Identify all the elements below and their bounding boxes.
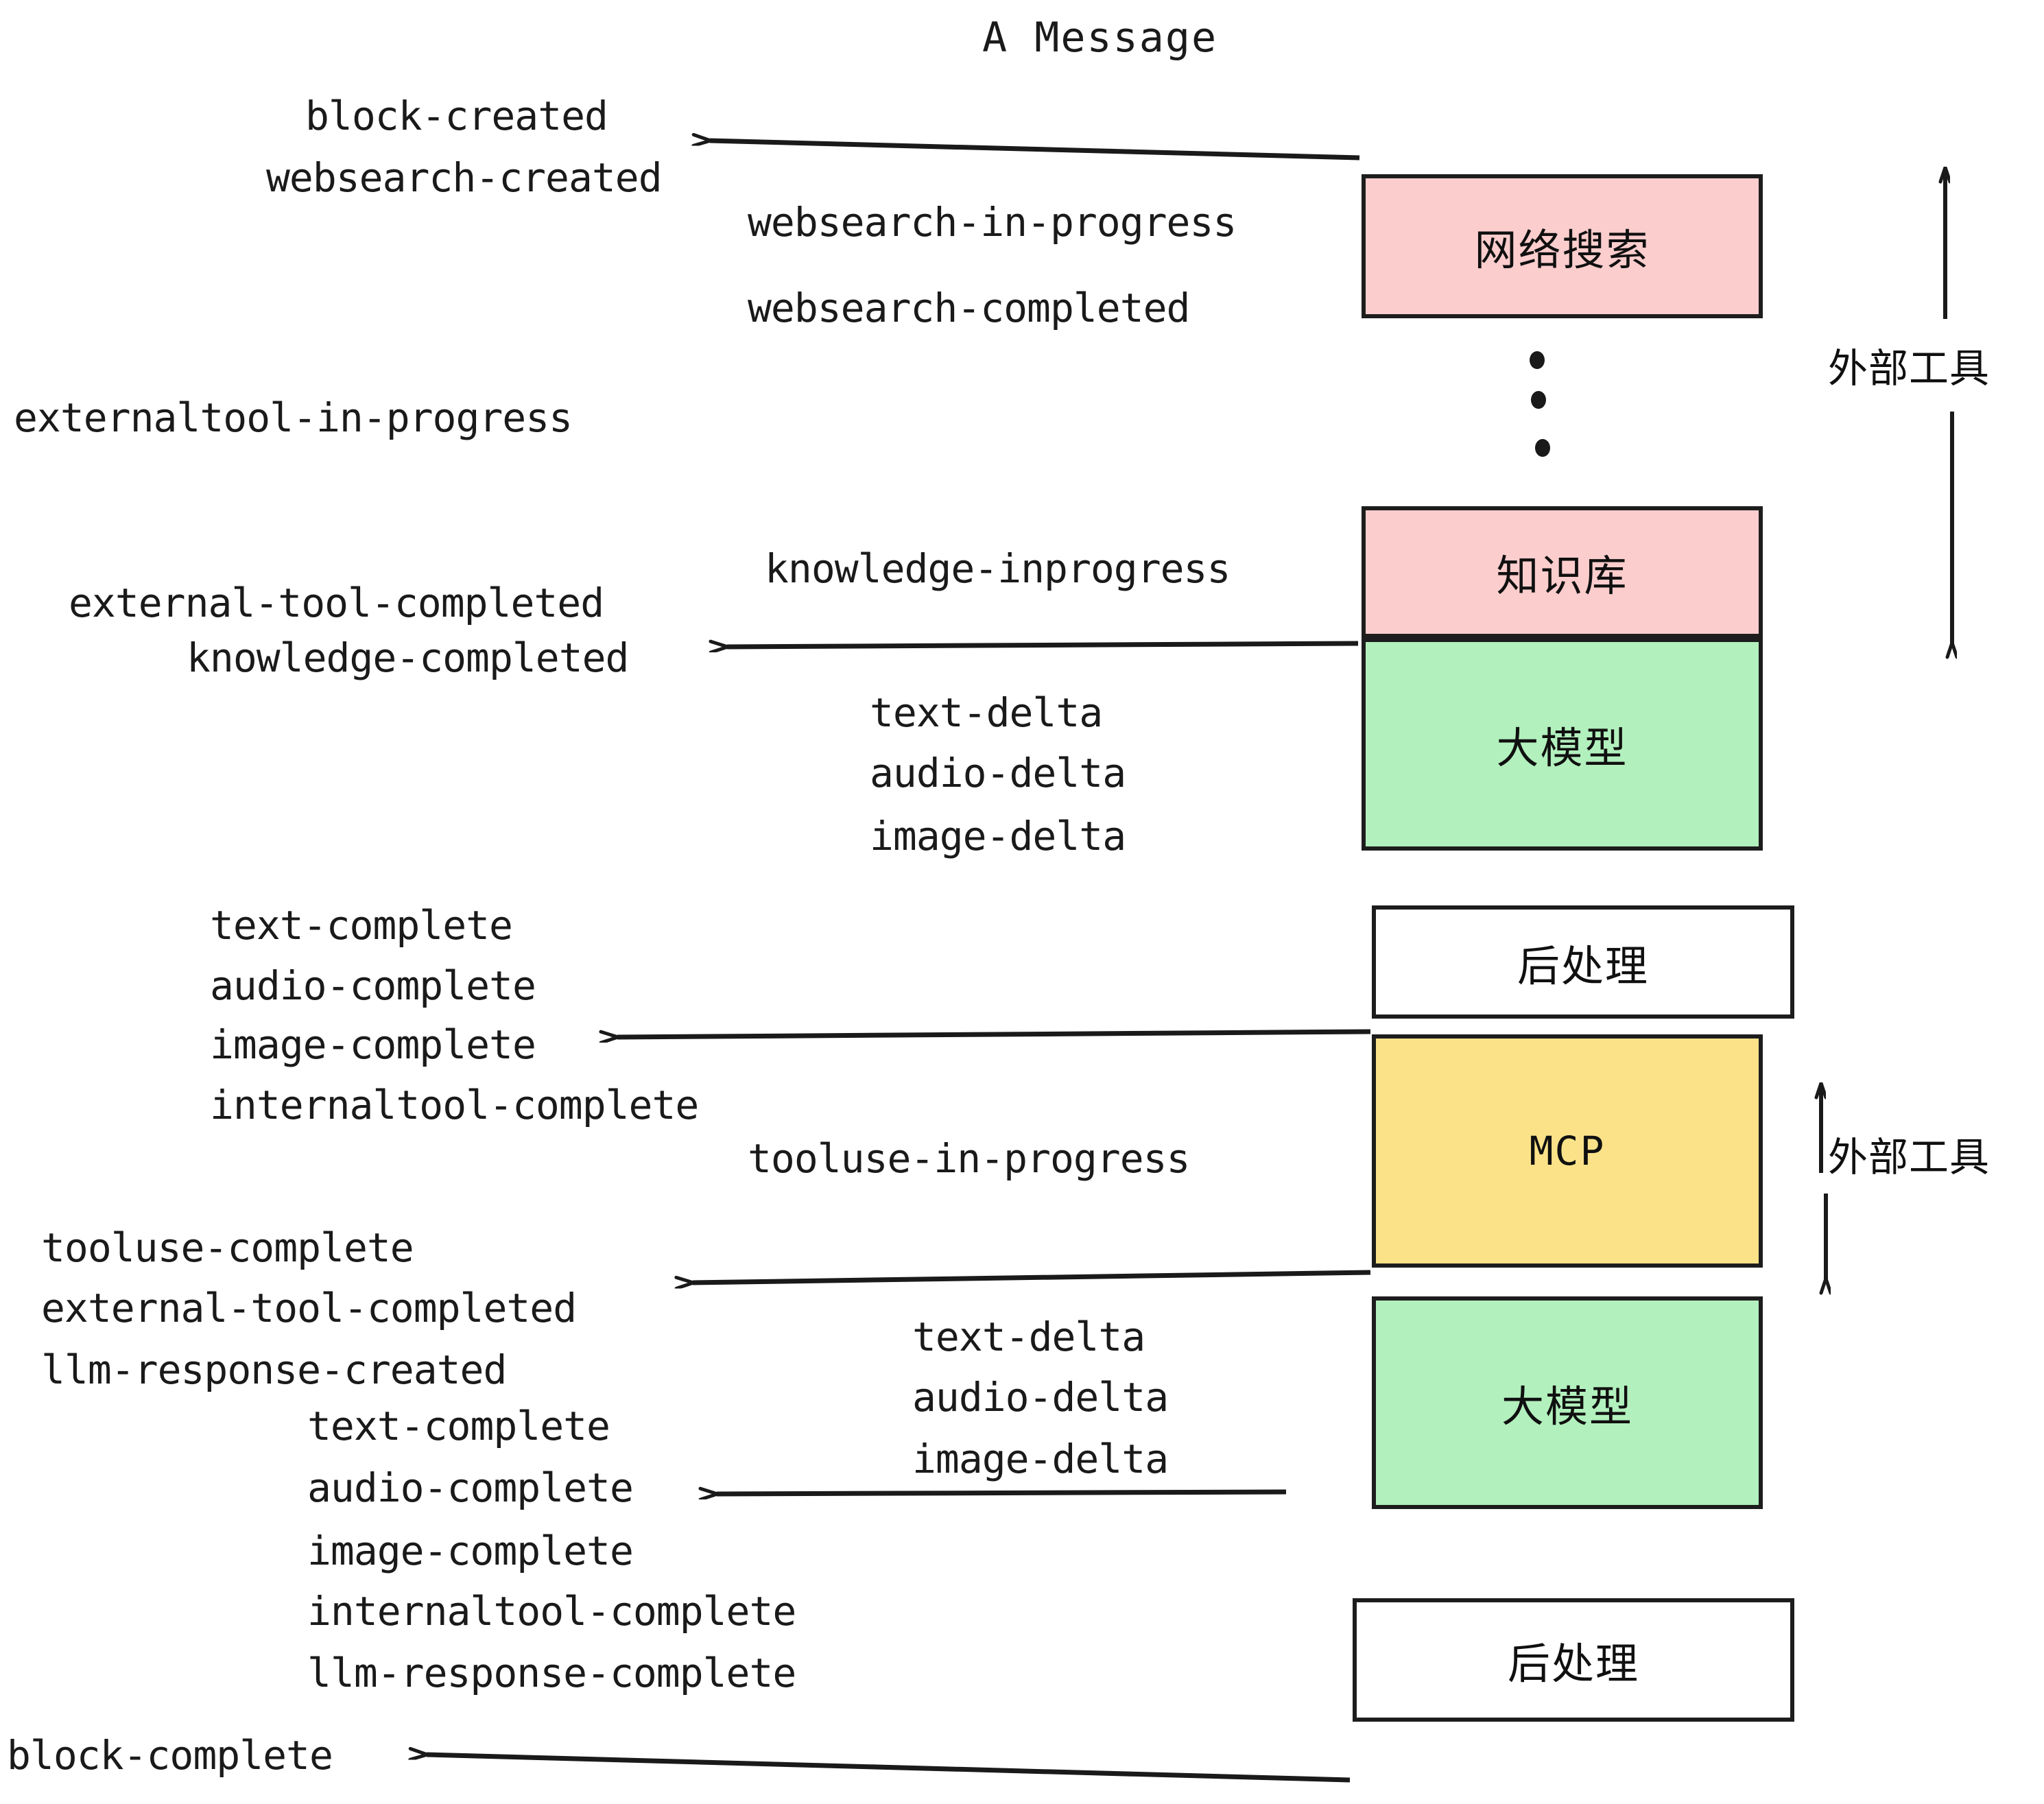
event-text-delta-2: text-delta (912, 1314, 1145, 1360)
arrow-websearch-to-block-created (710, 141, 1360, 161)
stage-box-llm-2: 大模型 (1372, 1296, 1763, 1509)
event-knowledge-inprogress: knowledge-inprogress (765, 545, 1231, 592)
event-image-complete-1: image-complete (210, 1021, 536, 1068)
stage-box-websearch: 网络搜索 (1362, 174, 1763, 318)
event-externaltool-in-progress: externaltool-in-progress (14, 394, 573, 441)
event-websearch-completed: websearch-completed (748, 285, 1190, 331)
ellipsis-dot-1 (1530, 351, 1545, 369)
stage-box-postprocess-1-label: 后处理 (1517, 940, 1649, 991)
event-audio-delta-1: audio-delta (870, 750, 1126, 796)
event-text-complete-2: text-complete (307, 1403, 610, 1449)
arrow-postprocess2-to-block-complete (427, 1755, 1351, 1783)
event-external-tool-completed-1: external-tool-completed (69, 580, 604, 626)
arrow-mcp-to-tooluse-complete (693, 1270, 1371, 1283)
stage-box-websearch-label: 网络搜索 (1474, 225, 1650, 275)
stage-box-knowledge-label: 知识库 (1496, 551, 1628, 601)
stage-box-llm-1: 大模型 (1362, 638, 1763, 851)
arrow-knowledge-to-knowledge-completed (727, 643, 1359, 647)
arrow-postprocess-to-image-complete (617, 1029, 1371, 1037)
stage-box-postprocess-1: 后处理 (1372, 905, 1794, 1019)
event-block-complete: block-complete (7, 1732, 333, 1779)
event-tooluse-in-progress: tooluse-in-progress (748, 1135, 1190, 1182)
stage-box-mcp-label: MCP (1529, 1128, 1606, 1174)
stage-box-postprocess-2: 后处理 (1353, 1598, 1794, 1722)
event-audio-complete-1: audio-complete (210, 962, 536, 1009)
event-internaltool-complete-1: internaltool-complete (210, 1082, 699, 1128)
ellipsis-dot-3 (1535, 439, 1550, 457)
event-block-created: block-created (305, 93, 608, 139)
page-title: A Message (982, 14, 1218, 62)
event-tooluse-complete: tooluse-complete (41, 1224, 414, 1271)
external-tools-label-top: 外部工具 (1828, 345, 1990, 392)
external-tools-label-mcp: 外部工具 (1828, 1134, 1990, 1180)
event-audio-delta-2: audio-delta (912, 1374, 1169, 1421)
event-internaltool-complete-2: internaltool-complete (307, 1588, 796, 1635)
stage-box-llm-1-label: 大模型 (1496, 723, 1628, 773)
event-websearch-created: websearch-created (266, 154, 663, 201)
event-websearch-in-progress: websearch-in-progress (748, 199, 1237, 246)
event-text-delta-1: text-delta (870, 689, 1103, 736)
event-llm-response-created: llm-response-created (41, 1346, 507, 1393)
event-image-complete-2: image-complete (307, 1528, 634, 1574)
event-knowledge-completed: knowledge-completed (187, 634, 629, 681)
stage-box-mcp: MCP (1372, 1034, 1763, 1268)
stage-box-knowledge: 知识库 (1362, 506, 1763, 638)
event-text-complete-1: text-complete (210, 902, 513, 949)
ellipsis-dot-2 (1531, 391, 1546, 409)
stage-box-llm-2-label: 大模型 (1501, 1381, 1633, 1432)
event-image-delta-2: image-delta (912, 1436, 1169, 1482)
event-image-delta-1: image-delta (870, 813, 1126, 859)
event-llm-response-complete: llm-response-complete (307, 1650, 796, 1696)
stage-box-postprocess-2-label: 后处理 (1507, 1639, 1639, 1689)
event-audio-complete-2: audio-complete (307, 1464, 634, 1511)
arrow-llm2-to-audio-complete (717, 1492, 1287, 1494)
event-external-tool-completed-2: external-tool-completed (41, 1285, 577, 1331)
